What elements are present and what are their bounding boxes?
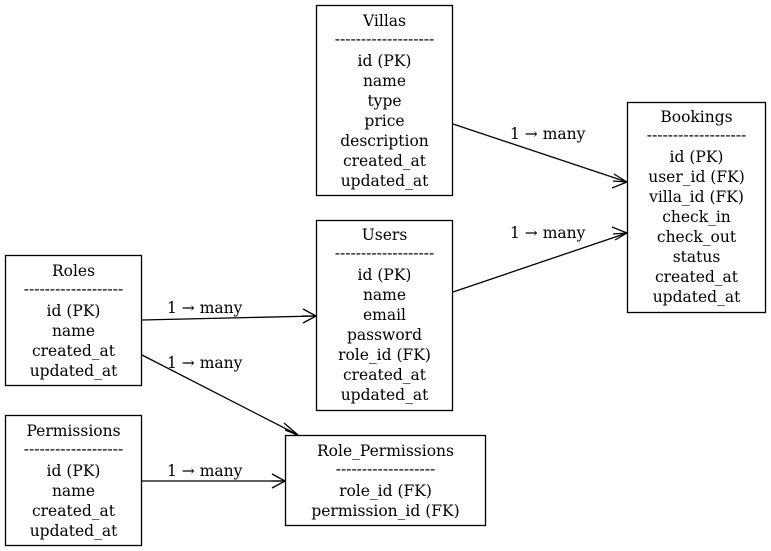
relationship-permissions-role-permissions: 1 → many	[142, 462, 286, 489]
entity-field: description	[340, 132, 429, 150]
entity-box	[284, 434, 487, 527]
entity-field: updated_at	[341, 172, 429, 190]
entity-field: updated_at	[653, 288, 741, 306]
entity-field: villa_id (FK)	[648, 188, 744, 206]
entity-field: id (PK)	[358, 52, 412, 70]
connector-line	[141, 315, 317, 321]
entity-field: user_id (FK)	[648, 168, 745, 186]
entity-divider: -------------------	[336, 460, 436, 478]
connector-line	[452, 123, 628, 183]
entity-field: role_id (FK)	[338, 346, 431, 364]
entity-title: Villas	[362, 12, 406, 30]
entity-box	[315, 4, 454, 197]
relationship-label: 1 → many	[167, 462, 243, 480]
crowfoot-marker	[611, 173, 628, 189]
entity-divider: -------------------	[24, 280, 124, 298]
relationship-label: 1 → many	[167, 354, 243, 372]
entity-field: created_at	[32, 342, 116, 360]
entity-box	[315, 219, 454, 412]
entity-title: Users	[362, 226, 408, 244]
entity-field: name	[52, 322, 95, 340]
entity-permissions: Permissions ------------------- id (PK) …	[4, 414, 143, 547]
entity-field: price	[364, 112, 404, 130]
entity-field: created_at	[343, 152, 427, 170]
entity-divider: -------------------	[647, 126, 747, 144]
entity-field: permission_id (FK)	[311, 502, 459, 520]
relationships: 1 → many 1 → many 1 → many 1 → many 1 → …	[141, 123, 628, 489]
entity-field: name	[363, 72, 406, 90]
entity-divider: -------------------	[24, 440, 124, 458]
entity-users: Users ------------------- id (PK) name e…	[315, 219, 454, 412]
entity-field: created_at	[32, 502, 116, 520]
crowfoot-marker	[611, 226, 628, 241]
entity-field: id (PK)	[47, 302, 101, 320]
relationship-roles-role-permissions: 1 → many	[141, 354, 299, 437]
entity-field: check_out	[657, 228, 737, 246]
entity-field: check_in	[662, 208, 731, 226]
entity-field: id (PK)	[670, 148, 724, 166]
entity-title: Bookings	[660, 108, 732, 126]
crowfoot-marker	[271, 473, 286, 489]
entity-box	[4, 254, 143, 387]
entity-field: role_id (FK)	[339, 482, 432, 500]
entity-field: email	[363, 306, 406, 324]
connector-line	[452, 232, 628, 293]
entity-divider: -------------------	[335, 30, 435, 48]
relationship-roles-users: 1 → many	[141, 299, 317, 324]
relationship-label: 1 → many	[510, 125, 586, 143]
entity-role-permissions: Role_Permissions ------------------- rol…	[284, 434, 487, 527]
entity-field: id (PK)	[358, 266, 412, 284]
entity-box	[626, 101, 767, 314]
entity-field: created_at	[655, 268, 739, 286]
entity-field: password	[347, 326, 422, 344]
entity-field: id (PK)	[47, 462, 101, 480]
entity-field: status	[673, 248, 721, 266]
entity-field: type	[367, 92, 401, 110]
entity-divider: -------------------	[335, 244, 435, 262]
entity-villas: Villas ------------------- id (PK) name …	[315, 4, 454, 197]
entity-title: Role_Permissions	[317, 442, 454, 460]
relationship-users-bookings: 1 → many	[452, 224, 628, 293]
entity-roles: Roles ------------------- id (PK) name c…	[4, 254, 143, 387]
entity-field: updated_at	[30, 362, 118, 380]
connector-line	[141, 354, 299, 436]
entity-field: updated_at	[341, 386, 429, 404]
entity-field: updated_at	[30, 522, 118, 540]
entity-title: Permissions	[26, 422, 120, 440]
relationship-label: 1 → many	[167, 299, 243, 317]
relationship-villas-bookings: 1 → many	[452, 123, 628, 189]
relationship-label: 1 → many	[510, 224, 586, 242]
entity-box	[4, 414, 143, 547]
entity-field: name	[52, 482, 95, 500]
entity-field: name	[363, 286, 406, 304]
crowfoot-marker	[302, 308, 317, 324]
entity-bookings: Bookings ------------------- id (PK) use…	[626, 101, 767, 314]
entity-title: Roles	[52, 262, 95, 280]
entity-field: created_at	[343, 366, 427, 384]
